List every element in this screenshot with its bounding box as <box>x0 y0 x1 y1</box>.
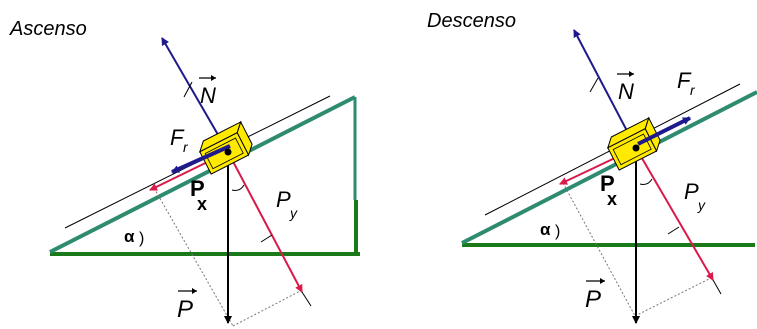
py-label: P <box>684 179 699 204</box>
normal-tick <box>589 77 599 93</box>
angle-label: α <box>124 227 135 246</box>
angle-paren: ) <box>555 223 560 240</box>
angle-paren: ) <box>139 230 144 247</box>
construction-line <box>232 288 305 327</box>
normal-force-label: N <box>618 79 634 104</box>
px-label: P <box>600 171 615 196</box>
center-point <box>224 148 232 156</box>
friction-sub: r <box>690 82 696 98</box>
px-sub: x <box>607 189 617 209</box>
construction-line <box>634 276 714 317</box>
construction-line <box>562 182 636 317</box>
py-label: P <box>276 187 291 212</box>
weight-label: P <box>177 296 193 323</box>
incline-triangle <box>461 90 757 247</box>
incline-surface <box>461 90 757 245</box>
panel-title: Descenso <box>427 10 516 32</box>
py-extension <box>301 291 312 307</box>
py-sub: y <box>697 197 706 213</box>
panel-title: Ascenso <box>9 18 87 40</box>
py-arrow <box>635 147 714 281</box>
incline-triangle <box>49 95 360 256</box>
px-sub: x <box>197 194 207 214</box>
py-extension <box>712 279 722 295</box>
construction-line <box>153 187 234 327</box>
friction-arrow <box>171 144 231 174</box>
block <box>606 116 661 171</box>
panel-ascenso: Ascenso <box>9 18 360 327</box>
normal-force-label: N <box>200 83 216 108</box>
px-label: P <box>190 176 205 201</box>
center-point <box>632 144 640 152</box>
py-sub: y <box>289 205 298 221</box>
normal-force-arrow <box>161 37 229 153</box>
panel-descenso: Descenso <box>427 10 757 324</box>
normal-tick <box>183 81 193 98</box>
py-tick <box>667 226 680 235</box>
incline-surface <box>49 95 356 254</box>
block-angle-arc <box>639 178 653 185</box>
normal-force-arrow <box>573 29 637 149</box>
friction-sub: r <box>183 139 189 155</box>
py-tick <box>260 234 273 243</box>
friction-arrow <box>637 116 691 146</box>
block <box>198 120 253 175</box>
weight-label: P <box>585 286 601 313</box>
friction-label: F <box>170 125 185 150</box>
friction-label: F <box>677 68 692 93</box>
block-angle-arc <box>231 184 245 191</box>
py-arrow <box>227 151 303 293</box>
angle-label: α <box>540 220 551 239</box>
